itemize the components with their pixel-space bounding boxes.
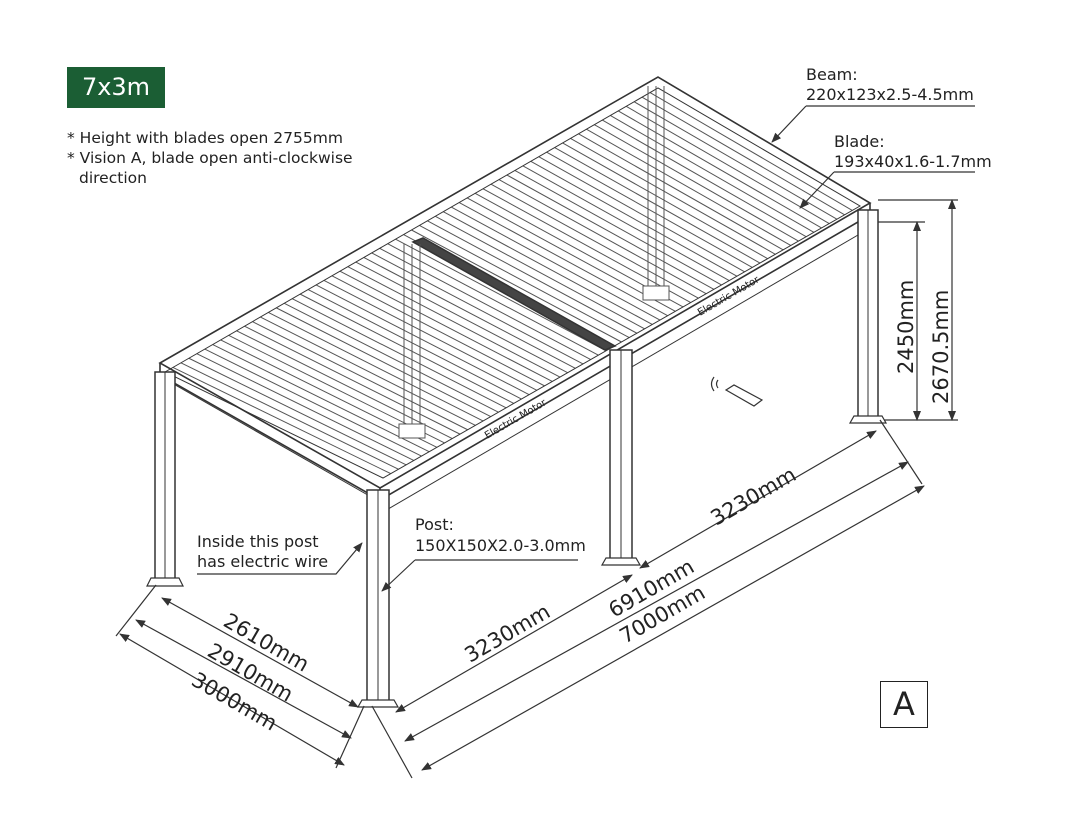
roof-blade: [411, 229, 622, 343]
roof-blade: [466, 197, 676, 312]
dimension-lines: [115, 199, 958, 779]
roof-blade: [458, 202, 668, 317]
roof-blade: [252, 321, 468, 431]
roof-blade: [641, 96, 845, 216]
post-callout-spec: 150X150X2.0-3.0mm: [415, 536, 586, 555]
roof-blade: [498, 179, 707, 295]
roof-blade: [331, 275, 545, 387]
roof-blade: [276, 307, 491, 418]
roof-blade: [586, 128, 792, 246]
dim-span-front: 3230mm: [461, 599, 555, 667]
roof-blade: [307, 289, 522, 400]
model-badge: 7x3m: [67, 67, 165, 108]
roof-blade: [204, 348, 422, 457]
roof-blade: [443, 211, 653, 325]
roof-blade: [610, 115, 815, 233]
roof-blade: [339, 270, 553, 382]
roof-blade: [379, 247, 591, 360]
roof-blade: [602, 119, 807, 238]
note-vision: * Vision A, blade open anti-clockwise: [67, 149, 353, 167]
roof-blade: [172, 366, 391, 475]
roof-blade: [530, 160, 738, 277]
roof-blade: [514, 170, 722, 286]
notes: * Height with blades open 2755mm * Visio…: [67, 128, 353, 188]
roof-blade: [299, 293, 515, 404]
roof-blade: [554, 147, 761, 264]
roof-blade: [435, 215, 645, 330]
roof-blade: [570, 137, 776, 255]
roof-blade: [196, 353, 414, 461]
roof-blade: [260, 316, 476, 426]
roof-blade: [236, 330, 453, 439]
roof-blade: [244, 325, 461, 435]
roof-blade: [617, 110, 822, 229]
roof-blade: [268, 312, 484, 422]
roof-blade: [419, 224, 630, 339]
roof-blade: [363, 257, 576, 369]
roof-blade: [649, 92, 853, 211]
center-beam: [411, 237, 617, 351]
roof-blade: [451, 206, 661, 321]
roof-blade: [315, 284, 530, 396]
roof-blade: [546, 151, 753, 268]
roof-blade: [538, 156, 745, 273]
roof-blade: [180, 362, 399, 470]
beam-callout-title: Beam:: [806, 65, 858, 84]
wire-callout-line1: Inside this post: [197, 532, 319, 551]
roof-blade: [355, 261, 568, 374]
beam-callout-spec: 220x123x2.5-4.5mm: [806, 85, 974, 104]
roof-blade: [506, 174, 715, 290]
roof-blade: [482, 188, 691, 303]
note-vision-cont: direction: [79, 169, 147, 187]
roof-blade: [395, 238, 607, 352]
roof-blade: [427, 220, 638, 334]
motor-rods: [398, 86, 670, 439]
roof-blade: [562, 142, 768, 260]
roof-blade: [291, 298, 507, 409]
post-callout-title: Post:: [415, 515, 454, 534]
roof-blade: [522, 165, 730, 282]
roof-blade: [594, 124, 799, 242]
note-height: * Height with blades open 2755mm: [67, 129, 343, 147]
remote-control-icon: [710, 376, 764, 407]
roof-blade: [323, 279, 538, 391]
roof-blade: [625, 105, 830, 224]
version-box: A: [880, 681, 928, 728]
dim-height-total: 2670.5mm: [929, 290, 953, 404]
dim-height-clear: 2450mm: [894, 280, 918, 374]
roof-blade: [371, 252, 584, 365]
roof-blade: [284, 302, 499, 413]
dim-span-back: 3230mm: [707, 462, 801, 530]
blade-callout-title: Blade:: [834, 132, 885, 151]
roof-blade: [188, 357, 407, 466]
wire-callout-line2: has electric wire: [197, 552, 329, 571]
roof-blade: [387, 243, 599, 356]
roof-blade: [212, 344, 430, 453]
roof-blade: [347, 266, 561, 378]
roof-blade: [578, 133, 784, 251]
blade-callout-spec: 193x40x1.6-1.7mm: [834, 152, 992, 171]
roof-blade: [490, 183, 699, 299]
